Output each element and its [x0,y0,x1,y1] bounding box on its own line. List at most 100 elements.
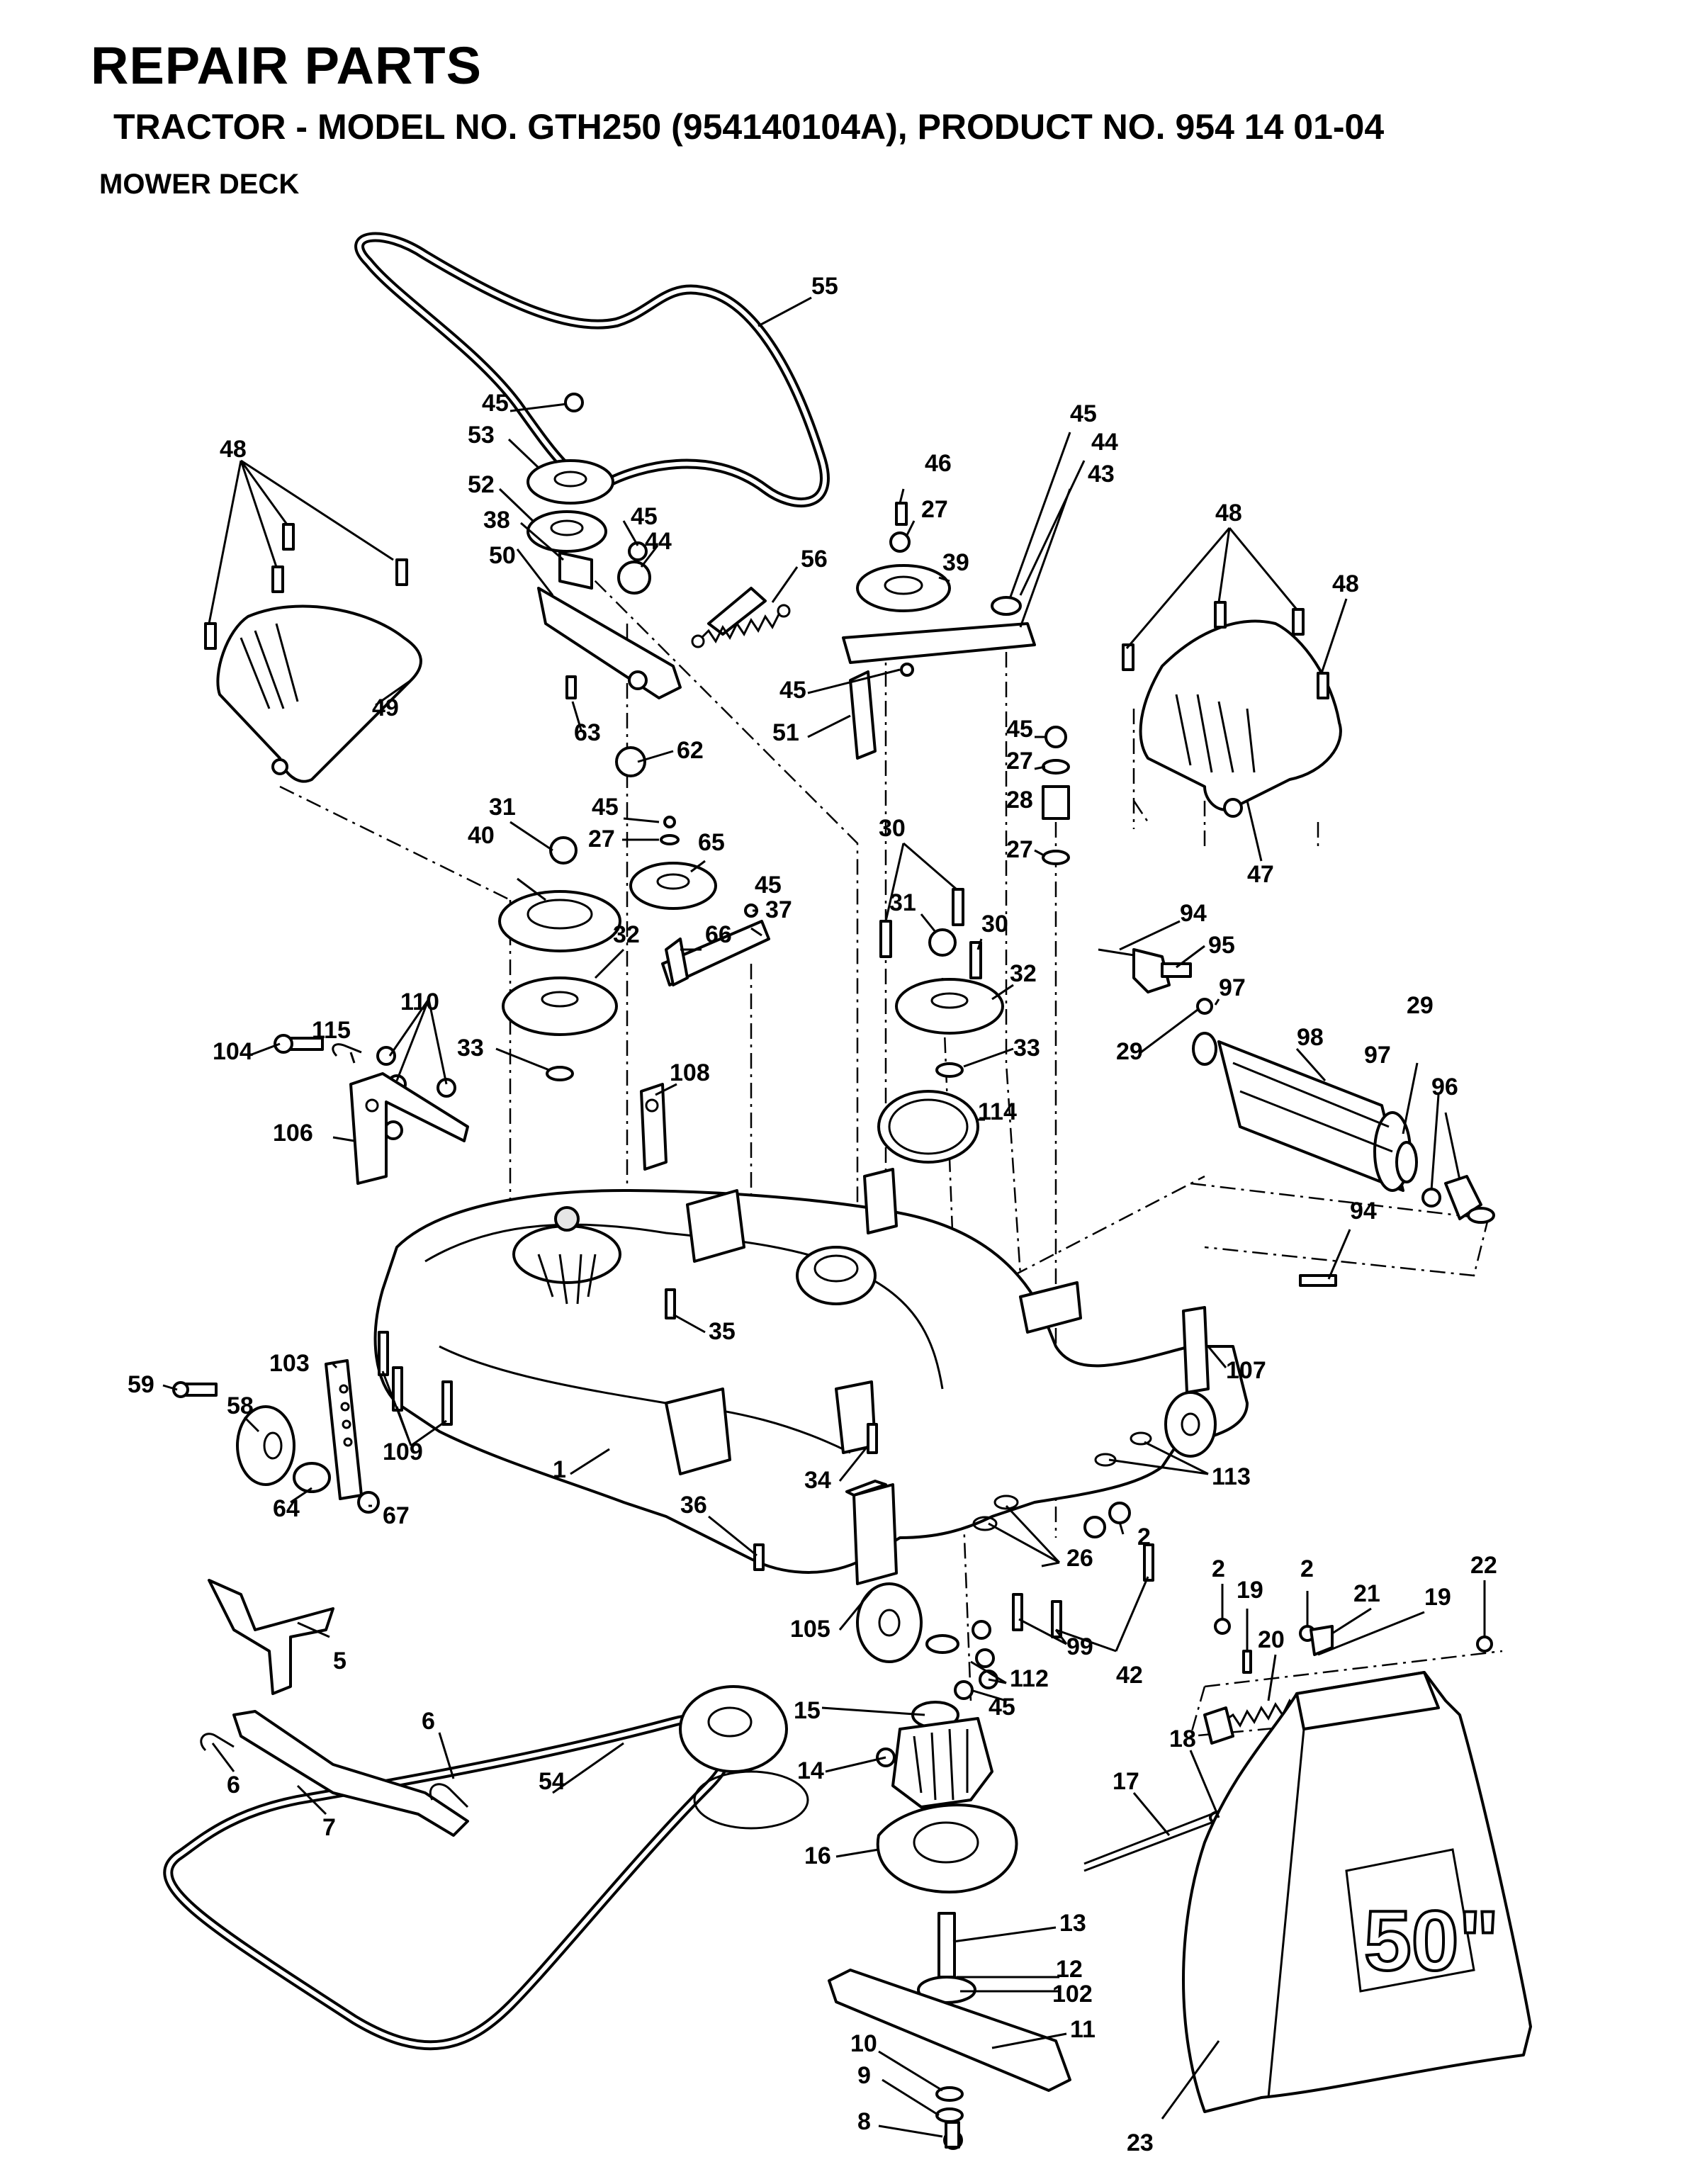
callout-44: 44 [645,528,672,555]
callout-30: 30 [879,815,906,842]
section-title: MOWER DECK [99,169,300,200]
roller-98-group [1098,948,1495,1287]
callout-54: 54 [539,1768,565,1795]
pulley-arm-assembly-50 [526,393,767,777]
callout-6: 6 [227,1772,240,1799]
callout-110: 110 [400,989,439,1015]
callout-15: 15 [794,1697,821,1724]
callout-64: 64 [273,1495,300,1522]
callout-53: 53 [468,422,495,449]
callout-28: 28 [1006,787,1033,814]
callout-2: 2 [1300,1555,1314,1582]
callout-62: 62 [677,737,704,764]
callout-43: 43 [1088,461,1115,488]
callout-112: 112 [1010,1665,1049,1692]
callout-27: 27 [1006,748,1033,775]
deck-belt-54 [163,1713,735,2051]
idler-arm-assembly-43 [842,502,1036,760]
callout-31: 31 [889,889,916,916]
bracket-106-group [274,1034,469,1185]
callout-94: 94 [1350,1198,1377,1225]
callout-22: 22 [1470,1552,1497,1579]
callout-40: 40 [468,822,495,849]
callout-33: 33 [1013,1035,1040,1062]
callout-labels: 55 45 53 52 38 50 45 44 56 48 49 63 62 4… [128,273,1497,2156]
callout-45: 45 [1006,716,1033,743]
callout-5: 5 [333,1648,347,1674]
idler-65-bracket-37 [629,816,770,986]
callout-51: 51 [772,719,799,746]
callout-6: 6 [422,1708,435,1735]
callout-18: 18 [1169,1726,1196,1752]
callout-49: 49 [372,694,399,721]
callout-98: 98 [1297,1024,1324,1051]
callout-19: 19 [1237,1577,1263,1604]
callout-58: 58 [227,1392,254,1419]
callout-45: 45 [755,872,782,899]
callout-114: 114 [978,1098,1017,1125]
clutch-pulley [679,1685,809,1830]
callout-97: 97 [1219,974,1246,1001]
callout-23: 23 [1127,2129,1154,2156]
callout-45: 45 [1070,400,1097,427]
callout-20: 20 [1258,1626,1285,1653]
callout-30: 30 [981,911,1008,938]
bolts-99-42 [665,1288,1154,1638]
callout-9: 9 [857,2062,871,2089]
callout-46: 46 [925,450,952,477]
callout-113: 113 [1212,1463,1251,1490]
callout-115: 115 [312,1017,351,1044]
belt-cover-49 [204,523,422,783]
callout-55: 55 [811,273,838,300]
lift-links-5-7 [200,1579,469,1837]
callout-102: 102 [1052,1981,1093,2008]
left-pulley-stack [498,836,621,1081]
callout-45: 45 [779,677,806,704]
callout-106: 106 [273,1120,313,1147]
callout-48: 48 [1332,570,1359,597]
callout-108: 108 [670,1059,710,1086]
callout-27: 27 [921,496,948,523]
callout-105: 105 [790,1616,830,1643]
callout-94: 94 [1180,900,1207,927]
callout-95: 95 [1208,932,1235,959]
callout-26: 26 [1066,1545,1093,1572]
callout-29: 29 [1116,1038,1143,1065]
callout-14: 14 [797,1757,824,1784]
callout-52: 52 [468,471,495,498]
callout-44: 44 [1091,429,1118,456]
callout-65: 65 [698,829,725,856]
callout-47: 47 [1247,861,1274,888]
callout-63: 63 [574,719,601,746]
callout-35: 35 [709,1318,736,1345]
callout-99: 99 [1066,1633,1093,1660]
callout-12: 12 [1056,1956,1083,1983]
deflector-marking: 50" [1364,1893,1499,1988]
spring-bracket-20 [1203,1618,1493,1745]
discharge-deflector-23: 50" [1182,1671,1532,2113]
callout-42: 42 [1116,1662,1143,1689]
callout-67: 67 [383,1502,410,1529]
page-title: REPAIR PARTS [91,36,482,95]
page-subtitle: TRACTOR - MODEL NO. GTH250 (954140104A),… [113,107,1385,147]
callout-27: 27 [1006,836,1033,863]
mower-deck-1 [373,1083,1249,1574]
callout-21: 21 [1353,1580,1380,1607]
callout-103: 103 [269,1350,310,1377]
wheel-58-bracket-103 [172,1331,453,1514]
callout-38: 38 [483,507,510,534]
callout-48: 48 [220,436,247,463]
callout-59: 59 [128,1371,154,1398]
callout-31: 31 [489,794,516,821]
callout-8: 8 [857,2108,871,2135]
callout-56: 56 [801,546,828,573]
callout-1: 1 [553,1456,566,1483]
callout-66: 66 [705,921,732,948]
callout-37: 37 [765,896,792,923]
callout-50: 50 [489,542,516,569]
callout-96: 96 [1431,1074,1458,1101]
callout-45: 45 [482,390,509,417]
callout-36: 36 [680,1492,707,1519]
leader-lines [162,296,1486,2138]
